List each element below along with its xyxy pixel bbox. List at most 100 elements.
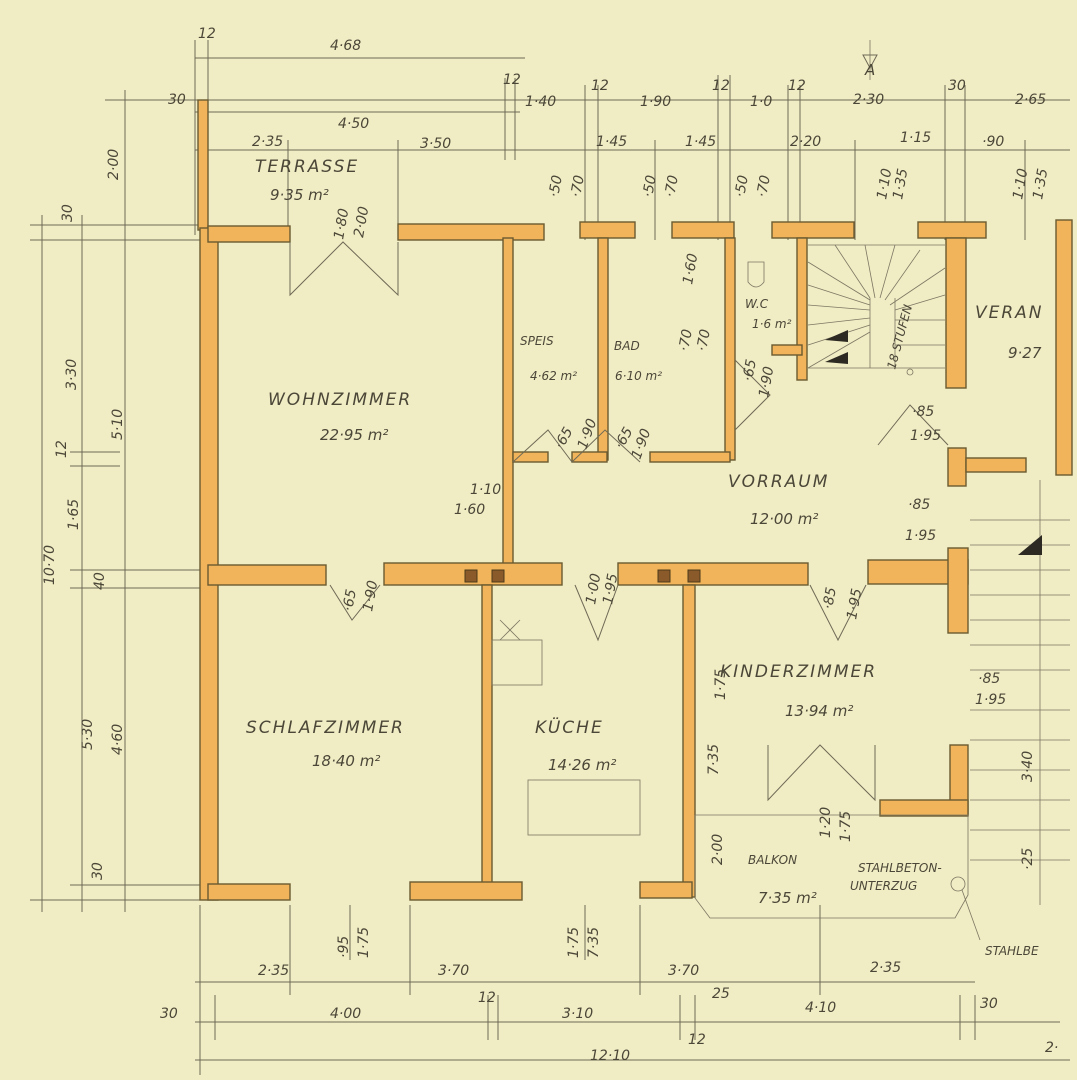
room-area-terrasse: 9·35 m² [270, 186, 329, 204]
dimension-label-left_mid: 12 [54, 440, 70, 458]
dimension-label-top2: 12 [712, 78, 730, 94]
dimension-label-openings: ·85 [820, 586, 840, 611]
chimney [491, 569, 505, 583]
dimension-label-left_mid: 30 [60, 204, 76, 222]
dimension-label-bottom2: 4·10 [805, 1000, 836, 1016]
arrow-down-icon [825, 352, 848, 364]
kinder-south-wall [879, 799, 969, 817]
room-name-speis: SPEIS [520, 334, 554, 348]
dimension-label-openings: 1·90 [575, 417, 601, 452]
dimension-label-bottom2: 4·00 [330, 1006, 361, 1022]
wc-stub [771, 344, 803, 356]
annotation-stahlbeton: STAHLBETON- [858, 861, 942, 875]
dimension-label-openings: ·65 [740, 358, 760, 383]
north-wall-segment [917, 221, 987, 239]
dimension-label-left_inner: 5·10 [110, 409, 126, 440]
room-name-wohnzimmer: WOHNZIMMER [268, 390, 412, 410]
dimension-label-top2: 1·90 [640, 94, 671, 110]
dimension-label-top2: 12 [591, 78, 609, 94]
dimension-label-openings: ·70 [568, 174, 588, 199]
dimension-label-top4: 2·35 [252, 134, 283, 150]
dimension-label-openings: 7·35 [586, 927, 602, 958]
dimension-label-openings: 1·60 [680, 252, 701, 286]
dimension-label-openings: 7·35 [706, 744, 722, 775]
dimension-label-bottom3: 12 [688, 1032, 706, 1048]
dimension-label-bottom1: 3·70 [438, 963, 469, 979]
dimension-label-bottom2: 30 [160, 1006, 178, 1022]
dimension-label-top2: 1·40 [525, 94, 556, 110]
dimension-label-top1: 4·68 [330, 38, 361, 54]
arrow-up-icon [825, 330, 848, 342]
chimney [464, 569, 478, 583]
dimension-label-openings: 1·75 [838, 811, 854, 842]
room-area-wohnzimmer: 22·95 m² [320, 426, 388, 444]
dimension-label-openings: 3·40 [1020, 751, 1036, 782]
staircase [807, 244, 946, 376]
room-name-veranda: VERAN [975, 303, 1044, 323]
dimension-label-bottom2: 12 [478, 990, 496, 1006]
room-name-bad: BAD [614, 339, 640, 353]
dimension-label-openings: 1·95 [600, 572, 621, 606]
dimension-label-openings: 1·75 [356, 927, 372, 958]
room-area-kueche: 14·26 m² [548, 756, 616, 774]
dimension-label-openings: ·85 [978, 671, 1000, 687]
dimension-label-openings: 1·10 [1010, 167, 1031, 201]
wall-speis-bad [597, 237, 609, 461]
dimension-label-openings: ·85 [912, 404, 934, 420]
room-area-veranda: 9·27 [1008, 344, 1042, 362]
dimension-label-openings: 2·00 [351, 205, 372, 239]
dimension-label-openings: 1·10 [470, 482, 501, 498]
room-area-bad: 6·10 m² [615, 369, 662, 383]
dimension-label-openings: ·65 [340, 588, 360, 613]
south-wall-segment [639, 881, 693, 899]
dimension-label-openings: ·50 [546, 174, 566, 199]
dimension-label-openings: 1·35 [890, 167, 911, 201]
dimension-label-top2: 1·0 [750, 94, 772, 110]
dimension-label-openings: 1·35 [1030, 167, 1051, 201]
wall-bad-wc [724, 237, 736, 461]
dimension-label-bottom3: 12·10 [590, 1048, 630, 1064]
dimension-label-openings: ·70 [676, 328, 696, 353]
dimension-label-openings: 1·95 [905, 528, 936, 544]
north-wall-segment [579, 221, 636, 239]
west-wall [199, 227, 219, 901]
dimension-label-top2: 12 [788, 78, 806, 94]
dimension-label-top4: 2·20 [790, 134, 821, 150]
chimney [687, 569, 701, 583]
wall-stair-veranda [945, 237, 967, 389]
section-marker-label: A [864, 61, 875, 79]
dimension-label-top4: 3·50 [420, 136, 451, 152]
stair-arrow-icon [1018, 535, 1042, 555]
dimension-label-top4: 1·15 [900, 130, 931, 146]
room-name-vorraum: VORRAUM [728, 472, 829, 492]
south-wall-segment [409, 881, 523, 901]
dimension-label-bottom2: 3·10 [562, 1006, 593, 1022]
wall-kueche-kinder [682, 584, 696, 898]
dimension-label-left_outer: 10·70 [42, 545, 58, 585]
veranda-east-wall [1055, 219, 1073, 476]
room-area-schlafzimmer: 18·40 m² [312, 752, 380, 770]
chimney [657, 569, 671, 583]
dimension-label-bottom2: 25 [712, 986, 730, 1002]
room-name-balkon: BALKON [748, 853, 797, 867]
dimension-label-openings: 1·10 [874, 167, 895, 201]
dimension-label-left_mid: 5·30 [80, 719, 96, 750]
dimension-label-openings: ·70 [754, 174, 774, 199]
middle-wall [617, 562, 809, 586]
annotation-unterzug: UNTERZUG [850, 879, 917, 893]
dimension-label-openings: ·85 [908, 497, 930, 513]
dimension-label-top2: 30 [948, 78, 966, 94]
dimension-label-openings: 1·90 [756, 365, 777, 399]
dimension-label-openings: 1·90 [360, 579, 381, 613]
dimension-label-openings: 1·75 [713, 669, 729, 700]
dimension-label-top2: 30 [168, 92, 186, 108]
dimension-label-openings: ·95 [336, 936, 352, 958]
dimension-label-openings: ·65 [552, 425, 577, 452]
dimension-label-left_mid: 40 [92, 572, 108, 590]
speis-bottom [512, 451, 549, 463]
room-name-wc: W.C [745, 297, 769, 311]
dimension-lines [30, 40, 1070, 1075]
wall-wohn-speis [502, 237, 514, 569]
room-area-wc: 1·6 m² [752, 317, 792, 331]
